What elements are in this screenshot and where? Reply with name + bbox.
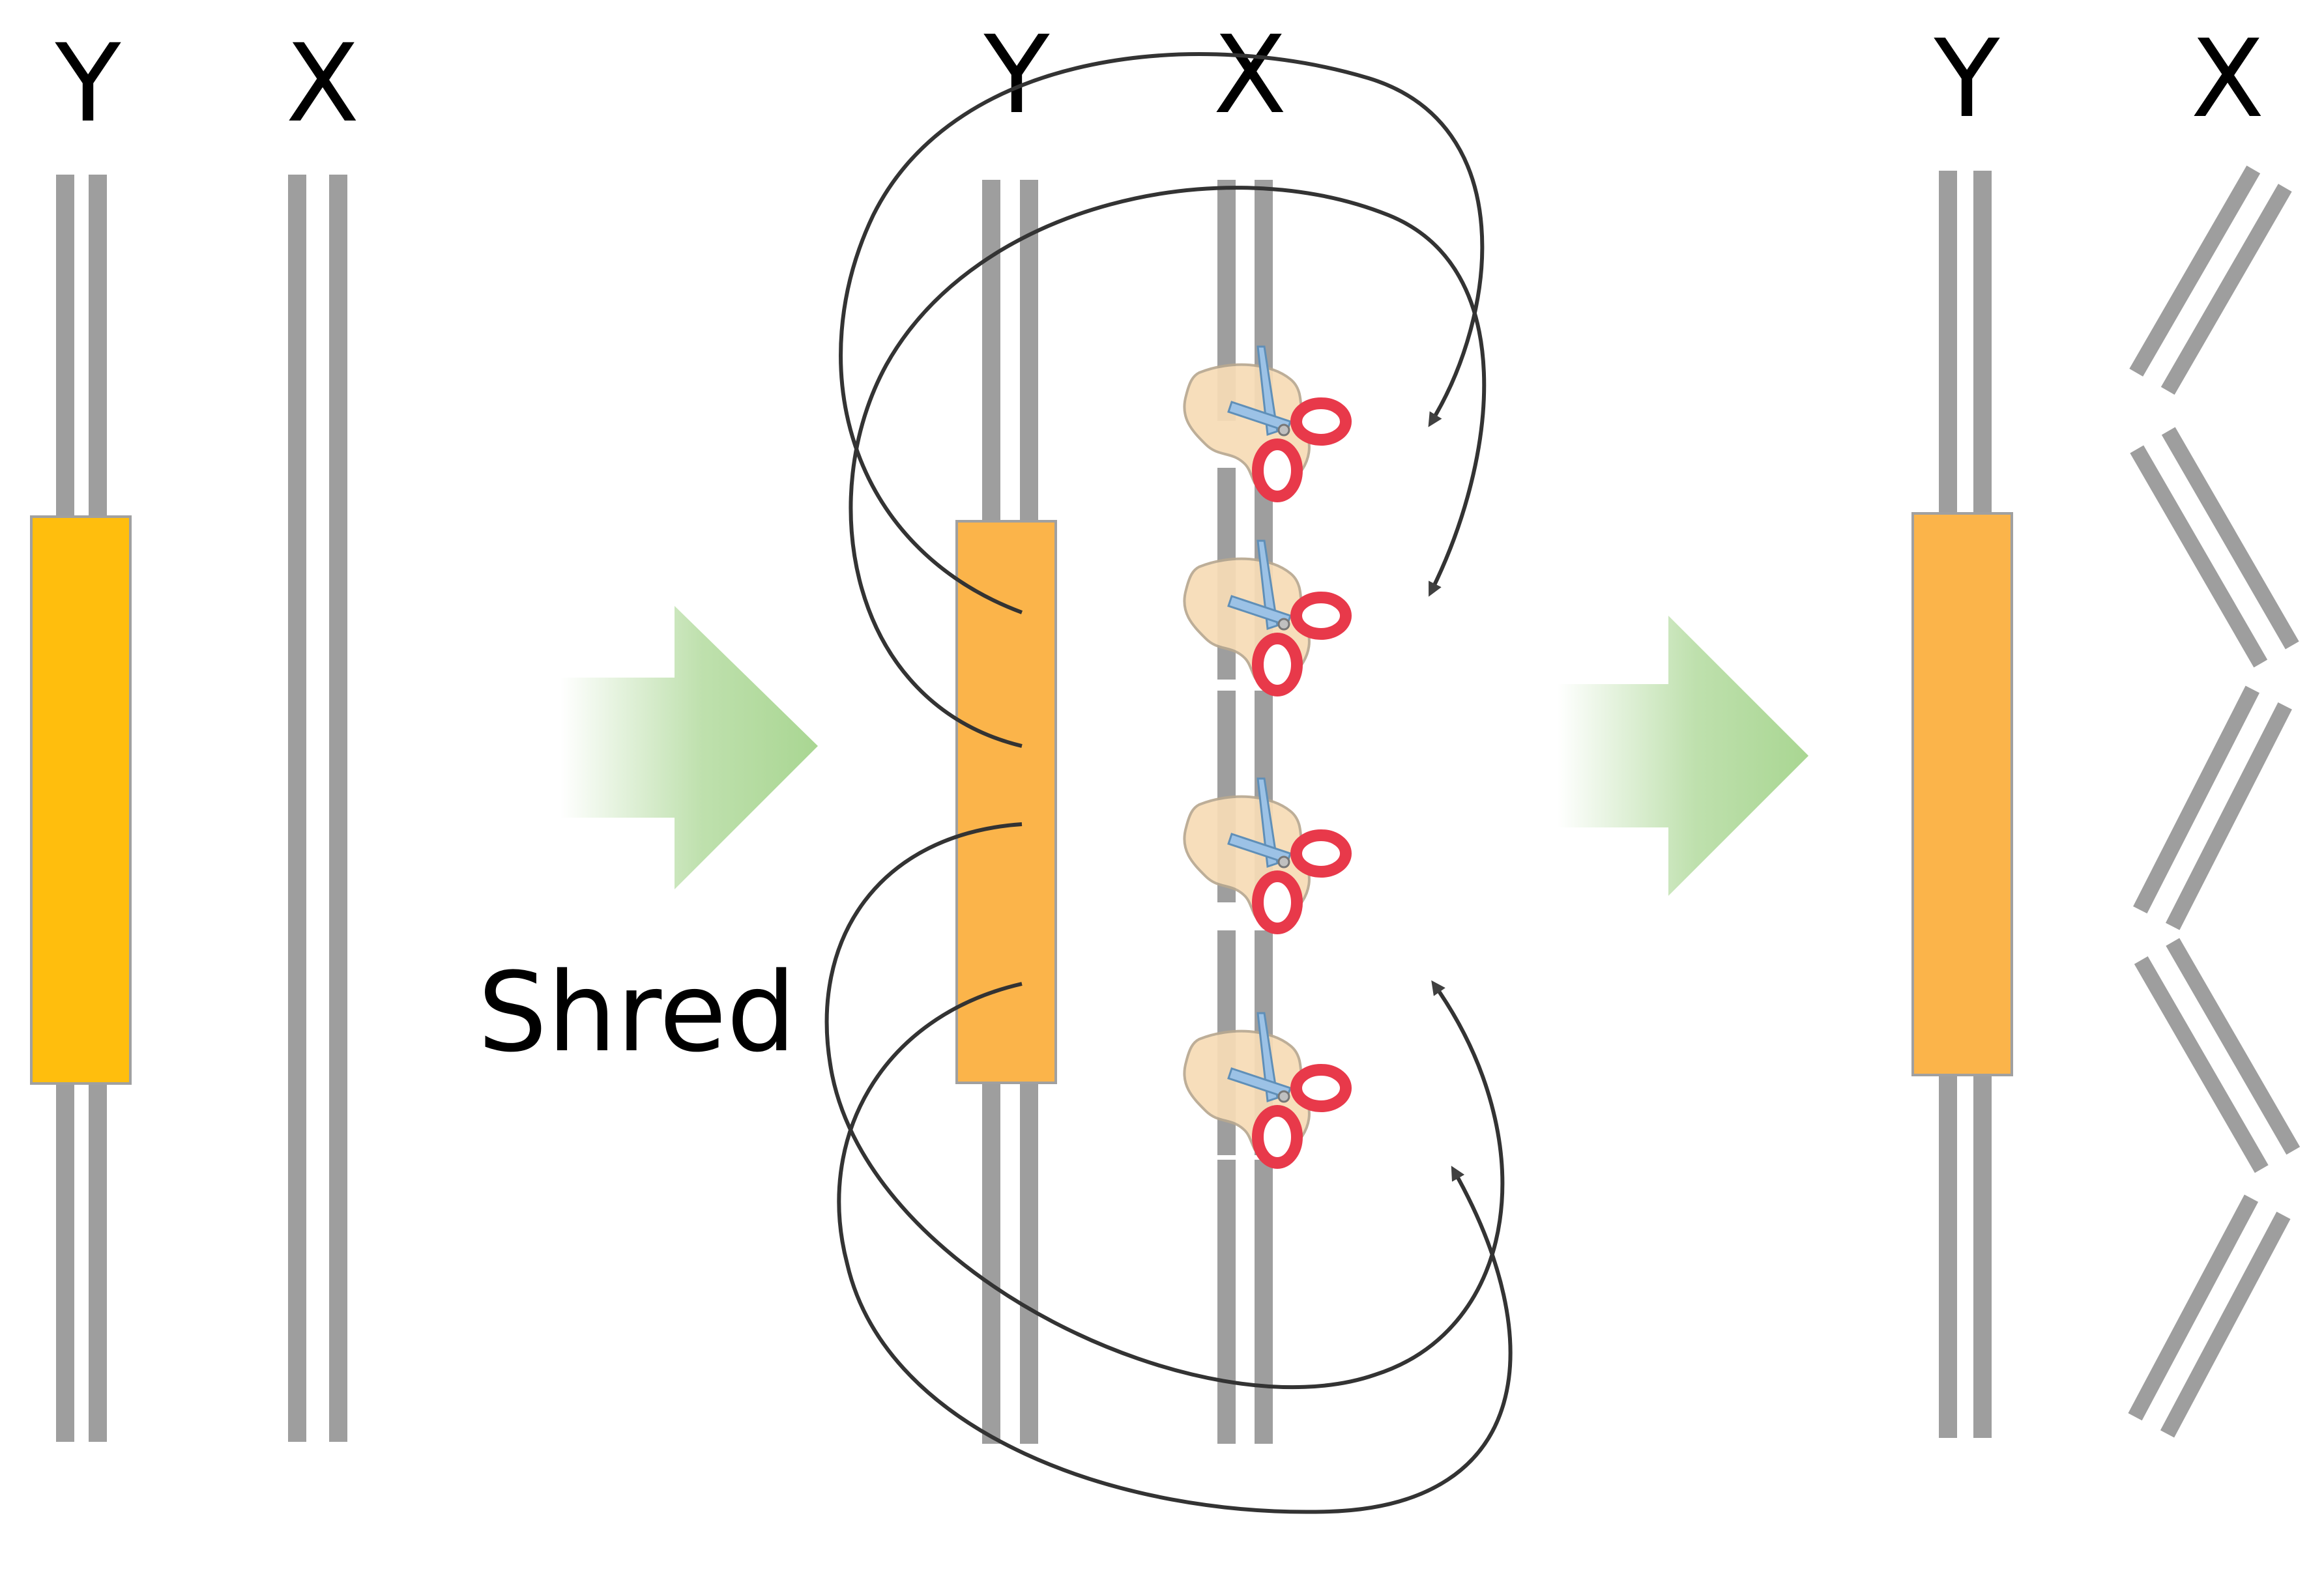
nuclease-scissors-4	[1184, 1013, 1346, 1163]
x-fragment	[2130, 427, 2299, 668]
stage1-x-chromosome	[288, 175, 347, 1442]
x-fragment	[2133, 685, 2292, 930]
y-gene-block	[30, 515, 132, 1085]
y-gene-block	[1911, 512, 2013, 1076]
x-fragment	[2128, 1194, 2291, 1438]
stage1-y-chromosome	[30, 175, 132, 1442]
stage3-x-fragments	[2128, 165, 2301, 1438]
shred-label: Shred	[478, 949, 796, 1076]
nuclease-scissors-1	[1184, 347, 1346, 496]
stage-1: Y X	[30, 21, 360, 1442]
stage2-y-label: Y	[983, 12, 1051, 137]
stage-3: Y X	[1911, 16, 2301, 1438]
stage3-x-label: X	[2190, 16, 2264, 141]
x-fragment	[2129, 165, 2292, 395]
stage2-x-label: X	[1213, 12, 1286, 137]
x-fragment	[2134, 938, 2301, 1173]
nuclease-scissors-3	[1184, 779, 1346, 928]
stage-2: Y X	[824, 12, 1513, 1514]
expression-loops	[824, 52, 1513, 1514]
stage2-y-chromosome	[955, 180, 1057, 1444]
stage3-y-label: Y	[1934, 16, 2001, 141]
nuclease-scissors-2	[1184, 541, 1346, 691]
right-arrow-icon	[560, 606, 818, 889]
stage3-y-chromosome	[1911, 171, 2013, 1438]
right-arrow-icon	[1558, 616, 1808, 896]
stage1-y-label: Y	[55, 21, 122, 146]
stage1-x-label: X	[285, 21, 359, 146]
